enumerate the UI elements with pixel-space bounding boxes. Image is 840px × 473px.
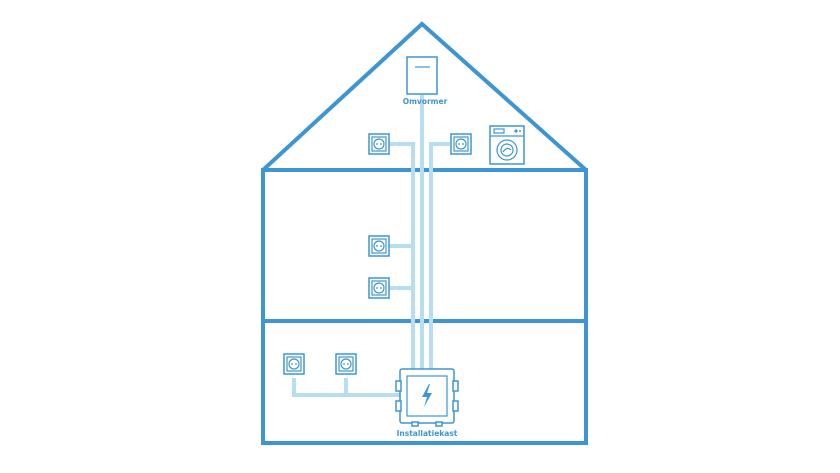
house-walls <box>261 168 588 445</box>
roof <box>261 21 588 172</box>
attic-left-cable <box>389 142 415 369</box>
inverter-icon <box>406 56 438 95</box>
power-socket-icon <box>450 133 472 155</box>
inverter-label: Omvormer <box>403 97 448 106</box>
power-socket-icon <box>283 353 305 375</box>
lightning-bolt-icon <box>395 368 459 427</box>
power-socket-icon <box>368 277 390 299</box>
power-socket-icon <box>368 235 390 257</box>
house-outline <box>261 21 588 445</box>
power-socket-icon <box>368 133 390 155</box>
wiring <box>292 95 450 397</box>
power-socket-icon <box>335 353 357 375</box>
distribution-box-label: Installatiekast <box>397 429 458 438</box>
attic-right-cable <box>429 142 450 369</box>
ground-left-cable <box>292 378 400 397</box>
washing-machine-icon <box>489 125 525 165</box>
